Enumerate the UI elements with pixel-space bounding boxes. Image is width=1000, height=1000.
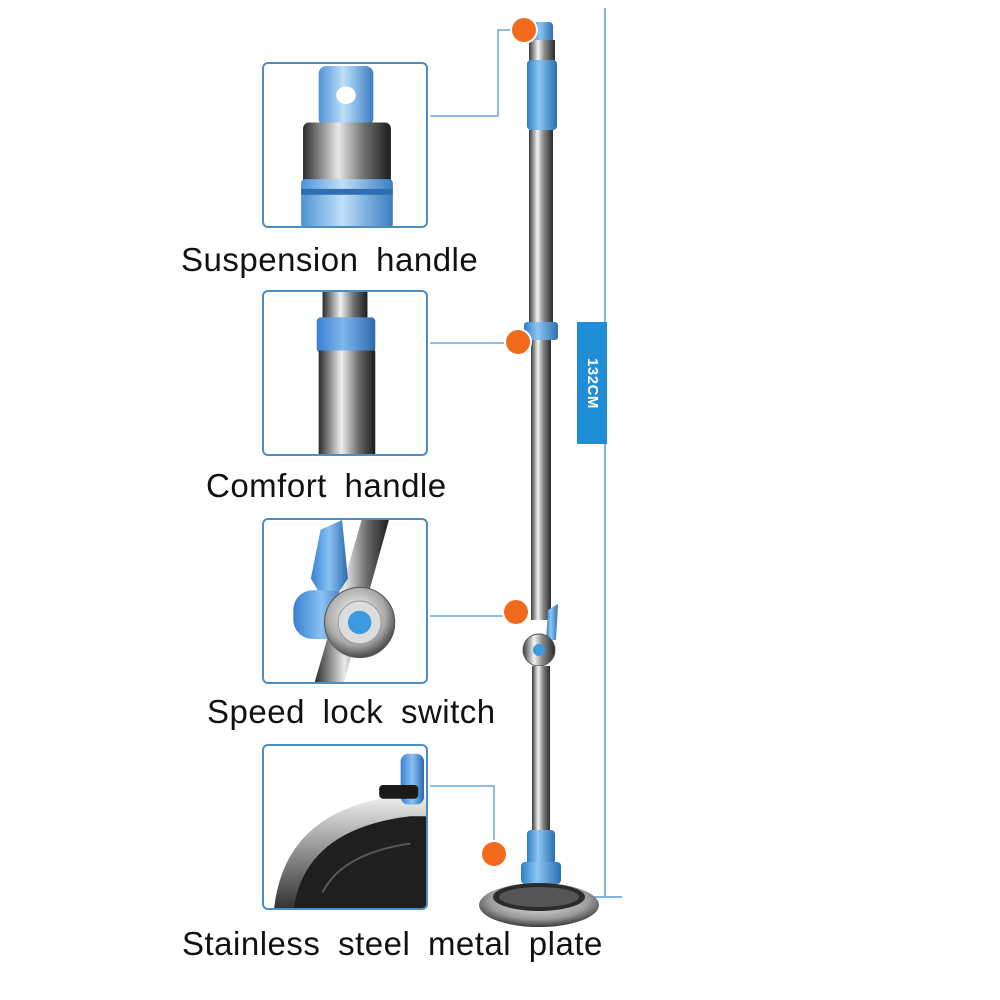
dimension-line — [604, 8, 606, 898]
speed-lock-thumbnail — [262, 518, 428, 684]
comfort-handle-caption: Comfort handle — [206, 467, 447, 504]
speed-lock-caption: Speed lock switch — [207, 693, 496, 730]
orange-marker-dot — [482, 842, 506, 866]
metal-plate-photo — [274, 753, 426, 908]
metal-plate-caption: Stainless steel metal plate — [182, 925, 603, 962]
orange-marker-dot — [504, 600, 528, 624]
mop-pole-illustration — [479, 22, 599, 927]
suspension-handle-photo — [301, 65, 393, 226]
speed-lock-photo — [293, 520, 396, 682]
orange-marker-dot — [506, 330, 530, 354]
dimension-badge: 132CM — [577, 322, 607, 444]
suspension-handle-caption: Suspension handle — [181, 241, 479, 278]
orange-marker-dot — [512, 18, 536, 42]
dimension-tick — [590, 896, 622, 898]
comfort-handle-photo — [316, 292, 376, 454]
suspension-handle-thumbnail — [262, 62, 428, 228]
metal-plate-thumbnail — [262, 744, 428, 910]
comfort-handle-thumbnail — [262, 290, 428, 456]
